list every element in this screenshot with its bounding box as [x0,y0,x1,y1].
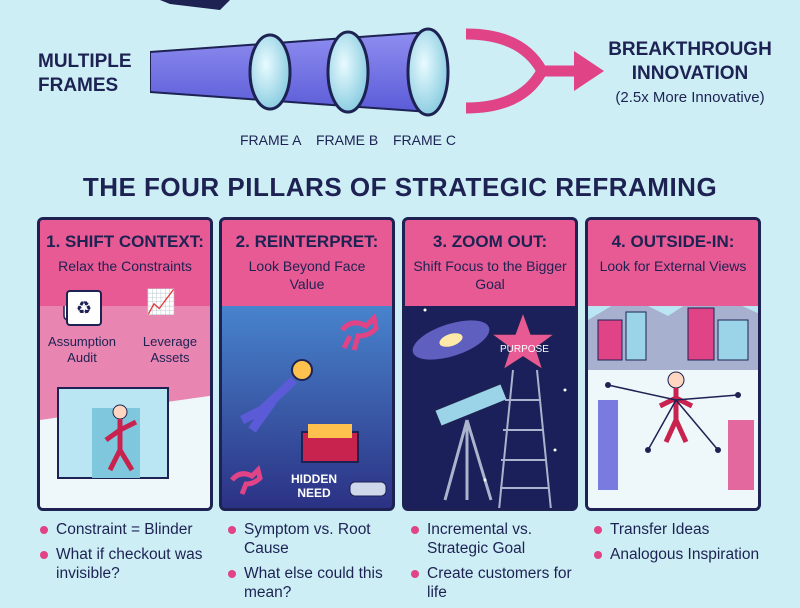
breakthrough-block: BREAKTHROUGH INNOVATION (2.5x More Innov… [600,38,780,106]
hidden-need-label: HIDDEN NEED [290,472,337,500]
breakthrough-subtitle: (2.5x More Innovative) [615,89,765,106]
pillar-2-bullets: Symptom vs. Root Cause What else could t… [228,520,404,608]
frames-telescope-illustration [150,27,450,117]
pillar-2-title: 2. REINTERPRET: [235,232,379,251]
pillar-card-1: 1. SHIFT CONTEXT: Relax the Constraints … [37,217,213,511]
pillar-4-bullet-1: Transfer Ideas [594,520,770,539]
pillar-4-bullet-2: Analogous Inspiration [594,545,770,564]
assumption-audit-label: Assumption Audit [48,334,116,365]
pillar-4-bullets: Transfer Ideas Analogous Inspiration [594,520,770,570]
shift-context-art [40,287,210,508]
pillar-3-bullet-1: Incremental vs. Strategic Goal [411,520,587,558]
pillar-3-title: 3. ZOOM OUT: [432,232,548,251]
pillar-1-bullets: Constraint = Blinder What if checkout wa… [40,520,216,589]
frame-a-label: FRAME A [240,132,302,148]
pillar-1-subtitle: Relax the Constraints [58,258,192,274]
pillar-4-title: 4. OUTSIDE-IN: [611,232,735,251]
multiple-frames-label: MULTIPLE FRAMES [38,50,148,98]
pillar-2-bullet-1: Symptom vs. Root Cause [228,520,404,558]
pillar-3-subtitle: Shift Focus to the Bigger Goal [413,258,567,292]
frame-b-label: FRAME B [316,132,379,148]
pillar-4-subtitle: Look for External Views [599,258,747,274]
pillar-2-bullet-2: What else could this mean? [228,564,404,602]
pillar-card-4: 4. OUTSIDE-IN: Look for External Views [585,217,761,511]
pillar-2-subtitle: Look Beyond Face Value [248,258,366,292]
pillar-1-bullet-1: Constraint = Blinder [40,520,216,539]
pillar-3-bullets: Incremental vs. Strategic Goal Create cu… [411,520,587,608]
multiple-frames-text: MULTIPLE FRAMES [38,51,132,96]
outside-in-art [588,290,758,508]
frame-c-label: FRAME C [393,132,456,148]
zoom-out-art [405,290,575,508]
leverage-assets-label: Leverage Assets [142,334,198,365]
recycle-icon: ♻ [66,290,102,326]
breakthrough-title: BREAKTHROUGH INNOVATION [608,39,772,84]
growth-icon: 📈 [146,289,176,316]
pillar-3-bullet-2: Create customers for life [411,564,587,602]
pillar-1-title: 1. SHIFT CONTEXT: [46,232,204,251]
top-telescope-fragment [160,0,230,10]
purpose-star-label: PURPOSE [500,344,549,355]
page-title: THE FOUR PILLARS OF STRATEGIC REFRAMING [82,172,718,202]
merge-arrow-icon [465,28,604,114]
pillar-card-3: 3. ZOOM OUT: Shift Focus to the Bigger G… [402,217,578,511]
pillar-1-bullet-2: What if checkout was invisible? [40,545,216,583]
pillar-card-2: 2. REINTERPRET: Look Beyond Face Value H… [219,217,395,511]
